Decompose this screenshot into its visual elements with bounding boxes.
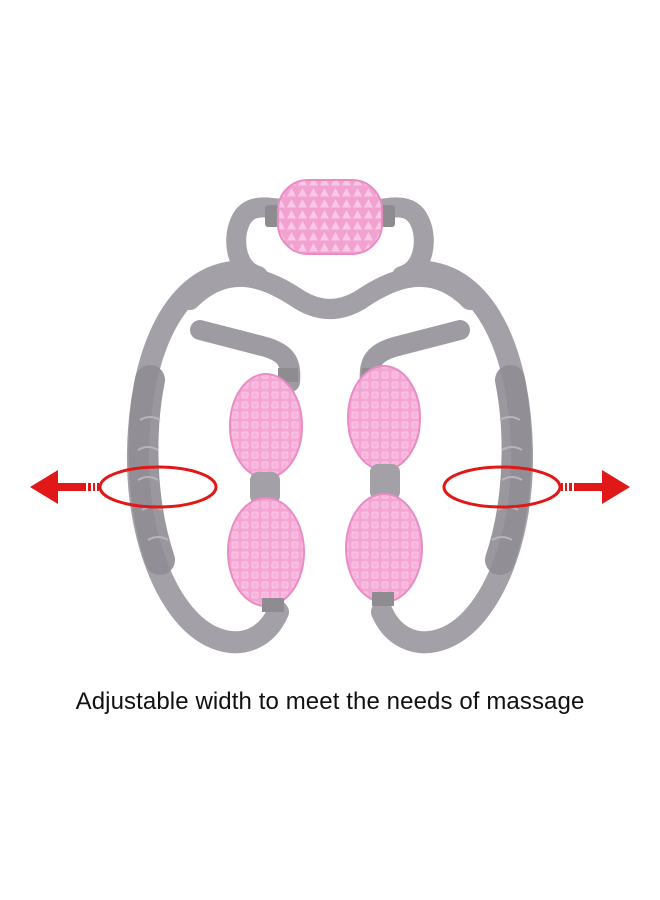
- arrow-left-icon: [30, 470, 99, 504]
- arrow-right-icon: [561, 470, 630, 504]
- caption: Adjustable width to meet the needs of ma…: [75, 688, 585, 715]
- width-indicator-left: [98, 465, 218, 509]
- width-indicator-right: [442, 465, 562, 509]
- right-rollers: [345, 365, 423, 606]
- frame: [126, 197, 534, 654]
- top-roller: [265, 179, 395, 255]
- left-rollers: [227, 368, 305, 612]
